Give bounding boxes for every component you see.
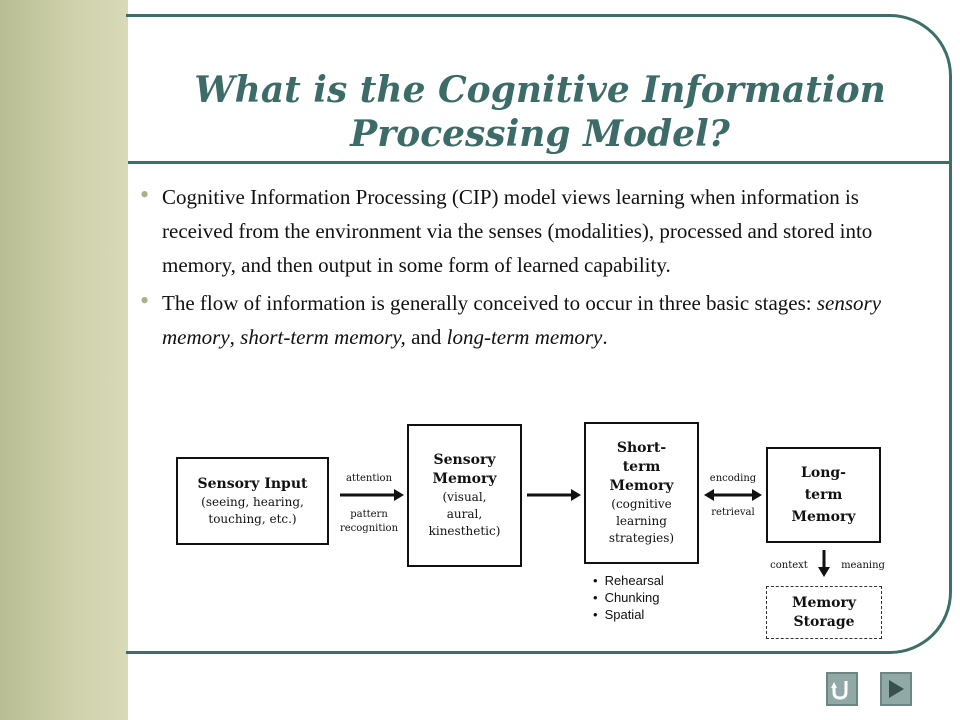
bullet-dot-icon: • xyxy=(140,286,150,315)
pattern-recognition-label: pattern recognition xyxy=(339,509,399,534)
next-button[interactable] xyxy=(880,672,912,706)
context-label: context xyxy=(770,560,808,571)
strategy-item: Chunking xyxy=(593,589,664,606)
sidebar-decoration xyxy=(0,0,128,720)
bullet-list: • Cognitive Information Processing (CIP)… xyxy=(140,180,930,356)
memory-storage-title: Memory Storage xyxy=(791,594,857,630)
bullet-text-sep: , xyxy=(229,325,241,349)
sensory-memory-title: Sensory Memory xyxy=(432,452,497,487)
strategy-item: Spatial xyxy=(593,606,664,623)
arrow-right-icon xyxy=(340,489,404,501)
slide-frame xyxy=(126,14,952,654)
bullet-text: Cognitive Information Processing (CIP) m… xyxy=(162,185,873,277)
retrieval-label: retrieval xyxy=(711,507,755,518)
sensory-input-box: Sensory Input (seeing, hearing, touching… xyxy=(176,457,329,545)
bullet-text-post: . xyxy=(602,325,608,349)
term-short-term-memory: short-term memory, xyxy=(240,325,406,349)
slide-title: What is the Cognitive Information Proces… xyxy=(194,69,886,155)
encoding-label: encoding xyxy=(709,473,757,484)
bullet-item: • Cognitive Information Processing (CIP)… xyxy=(140,180,930,282)
long-term-memory-title: Long-term Memory xyxy=(791,465,856,525)
strategy-item: Rehearsal xyxy=(593,572,664,589)
short-term-memory-sub: (cognitive learning strategies) xyxy=(608,497,675,545)
term-sensory-memory: sensory memory xyxy=(162,291,882,349)
u-turn-icon xyxy=(831,681,848,700)
bullet-text-pre: The flow of information is generally con… xyxy=(162,291,817,315)
bullet-text-sep: and xyxy=(405,325,447,349)
attention-label: attention xyxy=(345,473,393,484)
term-long-term-memory: long-term memory xyxy=(446,325,603,349)
sensory-memory-box: Sensory Memory (visual, aural, kinesthet… xyxy=(407,424,522,567)
meaning-label: meaning xyxy=(841,560,885,571)
short-term-memory-box: Short-term Memory (cognitive learning st… xyxy=(584,422,699,564)
short-term-memory-title: Short-term Memory xyxy=(609,440,674,494)
long-term-memory-box: Long-term Memory xyxy=(766,447,881,543)
bullet-item: • The flow of information is generally c… xyxy=(140,286,930,354)
bullet-dot-icon: • xyxy=(140,180,150,209)
sensory-input-sub: (seeing, hearing, touching, etc.) xyxy=(201,494,304,526)
return-button[interactable] xyxy=(826,672,858,706)
play-next-icon xyxy=(889,680,904,698)
title-divider xyxy=(128,161,952,164)
memory-storage-box: Memory Storage xyxy=(766,586,882,639)
strategy-list: Rehearsal Chunking Spatial xyxy=(593,572,664,623)
double-arrow-icon xyxy=(704,489,762,501)
arrow-down-icon xyxy=(818,550,830,577)
sensory-memory-sub: (visual, aural, kinesthetic) xyxy=(428,490,501,538)
sensory-input-title: Sensory Input xyxy=(197,475,308,492)
arrow-right-icon xyxy=(527,489,581,501)
